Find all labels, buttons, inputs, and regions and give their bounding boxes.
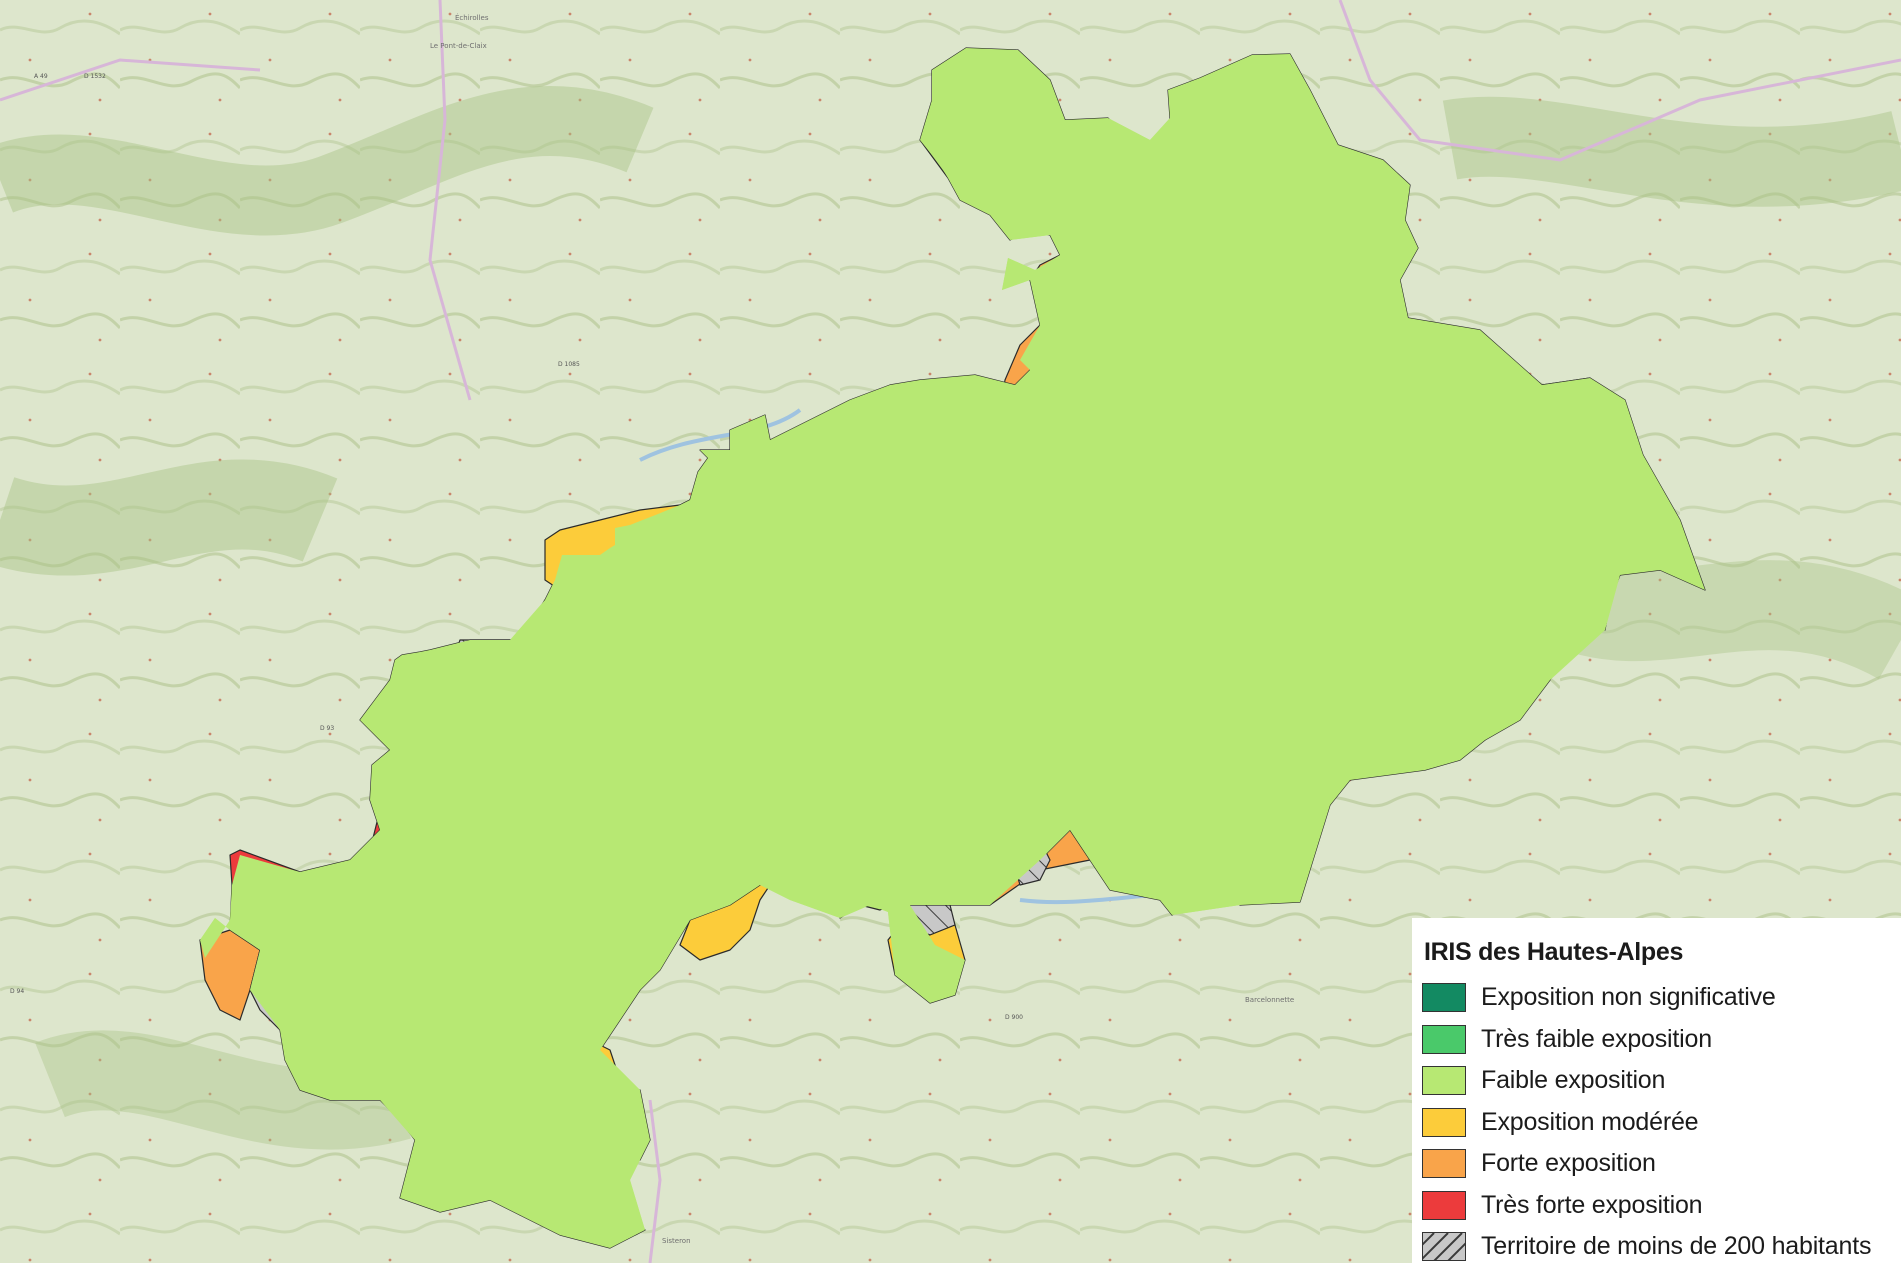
legend-label: Forte exposition (1481, 1149, 1656, 1178)
legend-swatch (1422, 1066, 1466, 1096)
legend-label: Très faible exposition (1481, 1024, 1712, 1053)
legend-item: Faible exposition (1422, 1060, 1901, 1102)
legend-item: Exposition non significative (1422, 977, 1901, 1019)
legend-label: Exposition modérée (1481, 1107, 1699, 1136)
legend-title: IRIS des Hautes-Alpes (1424, 938, 1684, 966)
basemap-river (639, 408, 802, 462)
basemap-forest-band (0, 86, 654, 236)
legend-swatch (1422, 983, 1466, 1013)
legend-label: Très forte exposition (1481, 1190, 1703, 1219)
legend-swatch (1422, 1190, 1466, 1220)
legend-item: Exposition modérée (1422, 1102, 1901, 1144)
basemap-road (1338, 0, 1901, 162)
basemap-label: Sisteron (662, 1237, 691, 1245)
legend-swatch (1422, 1107, 1466, 1137)
basemap-label: D 94 (10, 988, 24, 995)
legend-item: Très forte exposition (1422, 1185, 1901, 1227)
basemap-forest-band (35, 1030, 411, 1150)
legend-label: Faible exposition (1481, 1066, 1666, 1095)
legend-label: Territoire de moins de 200 habitants (1481, 1232, 1872, 1261)
legend-label: Exposition non significative (1481, 983, 1776, 1012)
basemap-label: A 49 (34, 73, 48, 80)
basemap-label: D 93 (320, 725, 334, 732)
legend-swatch-hatch (1422, 1232, 1466, 1262)
legend-item: Forte exposition (1422, 1143, 1901, 1185)
basemap-road (0, 58, 261, 102)
legend-swatch (1422, 1024, 1466, 1054)
basemap-forest-band (1442, 96, 1901, 207)
basemap-label: D 900 (1005, 1014, 1023, 1021)
basemap-label: D 1085 (558, 361, 580, 368)
legend-swatch (1422, 1149, 1466, 1179)
basemap-label: Le Pont-de-Claix (430, 42, 487, 50)
legend-item: Très faible exposition (1422, 1019, 1901, 1061)
basemap-label: D 1532 (84, 73, 106, 80)
basemap-road (648, 1099, 662, 1263)
legend-item: Territoire de moins de 200 habitants (1422, 1226, 1901, 1263)
map-legend: IRIS des Hautes-Alpes Exposition non sig… (1412, 918, 1901, 1263)
basemap-road (428, 0, 472, 401)
basemap-label: Échirolles (455, 13, 489, 22)
basemap-forest-band (0, 459, 338, 576)
basemap-label: Barcelonnette (1245, 996, 1294, 1004)
